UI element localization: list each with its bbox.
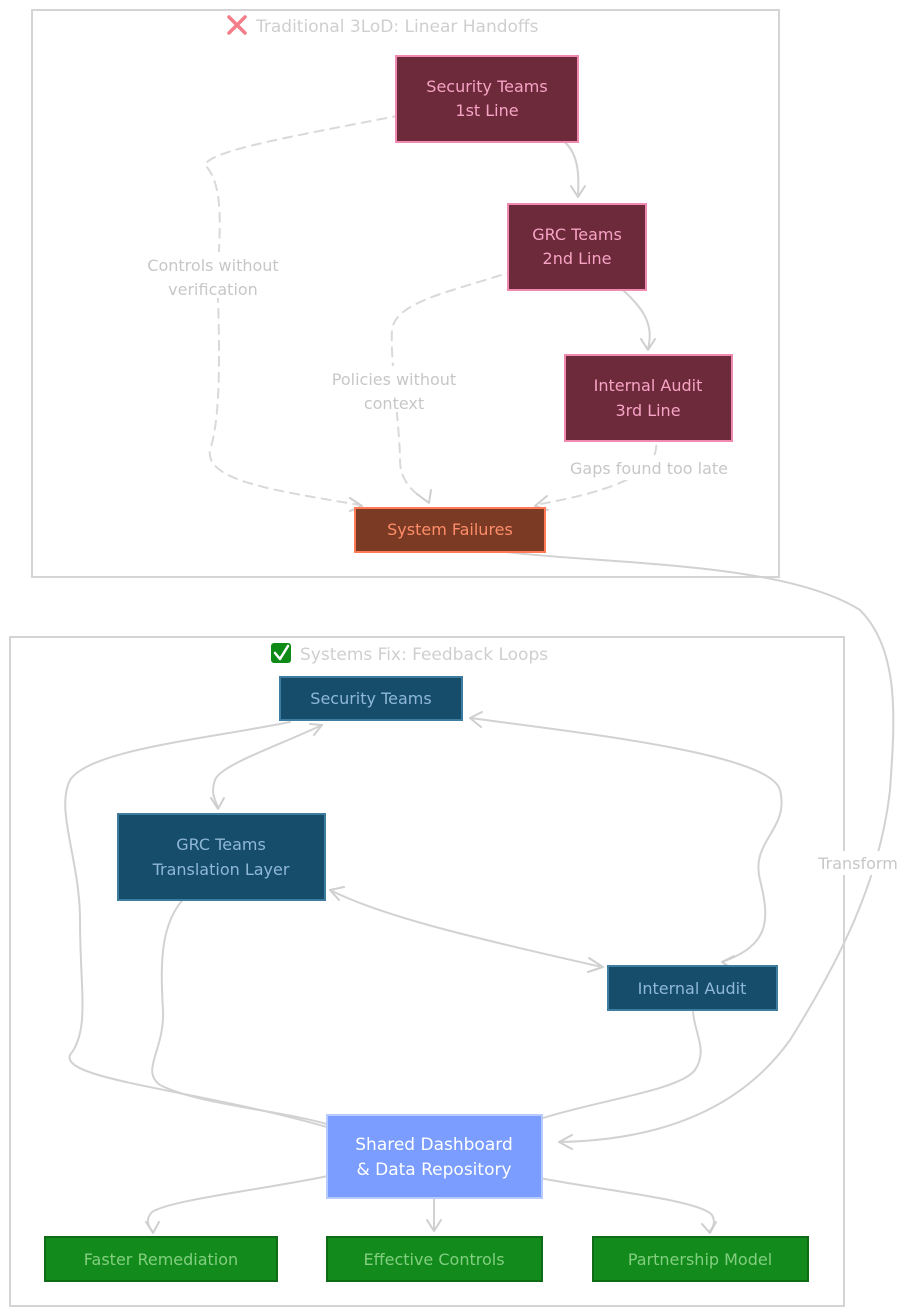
arrowhead: [570, 185, 586, 198]
edge-dashboard-partnership-model: [539, 1177, 715, 1233]
edge-transform: [489, 549, 895, 1143]
cluster-traditional-frame: [31, 9, 780, 578]
svg-text:& Data Repository: & Data Repository: [356, 1160, 511, 1180]
node-grc-teams-2nd-line: GRC Teams 2nd Line: [507, 203, 647, 291]
svg-text:Gaps found too late: Gaps found too late: [570, 459, 728, 478]
svg-text:Partnership Model: Partnership Model: [628, 1250, 772, 1269]
edge-security-audit: [469, 717, 783, 963]
svg-text:Shared Dashboard: Shared Dashboard: [355, 1135, 512, 1155]
cluster-systems-title: Systems Fix: Feedback Loops: [300, 645, 548, 665]
svg-text:Internal Audit: Internal Audit: [594, 376, 703, 395]
label-policies-without-context: Policies without context: [316, 366, 474, 413]
label-controls-without-verification: Controls without verification: [128, 252, 298, 299]
edge-dashboard-faster-remediation: [146, 1175, 329, 1233]
check-icon: [271, 643, 291, 663]
svg-text:Policies without: Policies without: [332, 370, 456, 389]
arrowhead: [701, 1221, 717, 1234]
node-security-teams: Security Teams: [279, 676, 463, 721]
node-internal-audit-3rd-line: Internal Audit 3rd Line: [564, 354, 733, 442]
svg-text:Faster Remediation: Faster Remediation: [84, 1250, 238, 1269]
label-gaps-found-too-late: Gaps found too late: [546, 456, 752, 480]
node-faster-remediation: Faster Remediation: [44, 1236, 278, 1282]
svg-text:Transform: Transform: [817, 854, 898, 873]
arrowhead: [469, 711, 483, 728]
node-security-teams-1st-line: Security Teams 1st Line: [395, 55, 579, 143]
svg-text:2nd Line: 2nd Line: [543, 249, 612, 268]
cluster-traditional-title: Traditional 3LoD: Linear Handoffs: [255, 17, 539, 37]
edge-controls-without-verification: [203, 114, 403, 506]
svg-text:context: context: [364, 394, 424, 413]
edge-grc-dashboard: [151, 889, 331, 1126]
edge-policies-without-context: [390, 269, 517, 503]
node-partnership-model: Partnership Model: [592, 1236, 809, 1282]
arrowhead: [587, 957, 604, 973]
cluster-systems: Systems Fix: Feedback Loops: [9, 636, 845, 1307]
label-transform: Transform: [806, 851, 910, 875]
svg-text:Security Teams: Security Teams: [426, 77, 547, 96]
svg-text:Controls without: Controls without: [147, 256, 278, 275]
node-grc-teams-translation-layer: GRC Teams Translation Layer: [117, 813, 326, 901]
edge-security-grc: [212, 724, 323, 809]
cross-icon: [227, 15, 247, 35]
svg-text:verification: verification: [168, 280, 258, 299]
edge-labels: Controls without verification Policies w…: [128, 252, 910, 875]
arrowhead: [640, 338, 656, 351]
cluster-systems-frame: [9, 636, 845, 1307]
arrowhead: [426, 1219, 442, 1232]
arrowhead: [145, 1221, 160, 1234]
edges-systems: [64, 711, 783, 1234]
edge-audit-dashboard: [542, 1011, 702, 1119]
arrowhead: [309, 723, 323, 736]
node-shared-dashboard: Shared Dashboard & Data Repository: [326, 1114, 543, 1199]
edge-security-dashboard: [64, 721, 331, 1129]
node-internal-audit: Internal Audit: [607, 965, 778, 1011]
svg-text:Translation Layer: Translation Layer: [152, 860, 290, 879]
svg-text:System Failures: System Failures: [387, 520, 513, 539]
svg-text:3rd Line: 3rd Line: [615, 401, 680, 420]
node-effective-controls: Effective Controls: [326, 1236, 543, 1282]
svg-text:GRC Teams: GRC Teams: [532, 225, 622, 244]
svg-text:Effective Controls: Effective Controls: [363, 1250, 504, 1269]
svg-text:Internal Audit: Internal Audit: [638, 979, 747, 998]
arrowhead: [558, 1134, 573, 1150]
arrowhead: [329, 886, 345, 901]
arrowhead: [210, 797, 225, 810]
cluster-traditional: Traditional 3LoD: Linear Handoffs: [31, 9, 780, 578]
node-system-failures: System Failures: [354, 507, 546, 553]
svg-text:1st Line: 1st Line: [455, 101, 518, 120]
arrowhead: [416, 489, 432, 504]
svg-text:Security Teams: Security Teams: [310, 689, 431, 708]
edge-grc-audit: [329, 889, 603, 968]
svg-text:GRC Teams: GRC Teams: [176, 835, 266, 854]
